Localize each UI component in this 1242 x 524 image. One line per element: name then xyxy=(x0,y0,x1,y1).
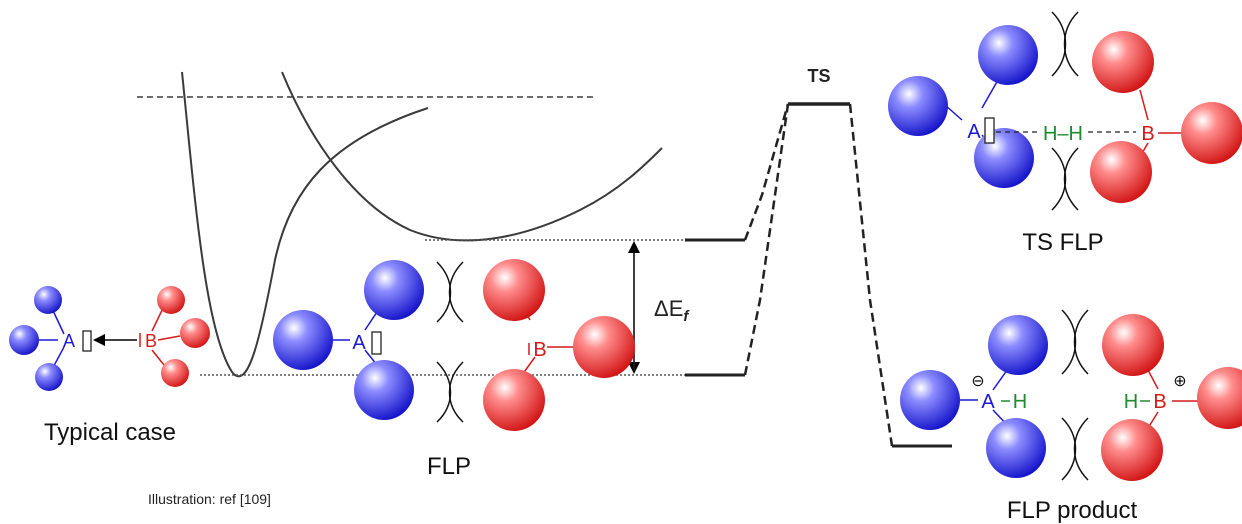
lone-pair-box xyxy=(984,117,995,144)
ts-to-product-dashed xyxy=(848,103,894,447)
base-substituent-sphere xyxy=(34,286,62,314)
hydrogen-pair-label: H–H xyxy=(1043,123,1083,145)
flp-product-molecule: ⊖ A H H B ⊕ xyxy=(900,309,1242,481)
minus-charge-icon: ⊖ xyxy=(971,373,984,390)
base-substituent-sphere xyxy=(888,76,948,136)
steric-clash-arc xyxy=(448,361,464,423)
steric-clash-arc xyxy=(1063,11,1079,77)
steric-clash-arc xyxy=(436,261,452,323)
base-substituent-sphere xyxy=(9,325,39,355)
base-substituent-sphere xyxy=(974,128,1034,188)
hydrogen-atom-label: H xyxy=(1013,391,1027,413)
adduct-to-ts-dashed xyxy=(743,103,790,376)
typical-case-label: Typical case xyxy=(44,419,176,446)
lewis-adduct-well-curve xyxy=(181,71,429,378)
base-substituent-sphere xyxy=(986,418,1046,478)
base-atom-label: B xyxy=(533,339,546,361)
steric-clash-arc xyxy=(1061,417,1077,481)
base-substituent-sphere xyxy=(273,310,333,370)
steric-clash-arc xyxy=(1073,309,1089,375)
steric-clash-arc xyxy=(436,361,452,423)
base-substituent-sphere xyxy=(978,25,1038,85)
base-atom-label: B xyxy=(145,331,157,351)
hydrogen-atom-label: H xyxy=(1124,391,1138,413)
flp-molecule: A B xyxy=(273,259,635,431)
acid-substituent-sphere xyxy=(180,318,210,348)
base-substituent-sphere xyxy=(900,370,960,430)
acid-atom-label: A xyxy=(352,332,366,354)
acid-substituent-sphere xyxy=(573,316,635,378)
ts-label: TS xyxy=(807,66,830,86)
acid-substituent-sphere xyxy=(1090,141,1152,203)
steric-clash-arc xyxy=(1063,147,1079,211)
plus-charge-icon: ⊕ xyxy=(1173,373,1186,390)
lone-pair-box xyxy=(82,330,92,352)
steric-clash-arc xyxy=(448,261,464,323)
acid-substituent-sphere xyxy=(157,286,185,314)
flp-label: FLP xyxy=(427,453,471,480)
base-substituent-sphere xyxy=(354,360,414,420)
base-atom-label: B xyxy=(1141,123,1154,145)
acid-substituent-sphere xyxy=(1181,102,1242,164)
lone-pair-box xyxy=(371,331,382,355)
base-atom-label: B xyxy=(1153,391,1166,413)
acid-substituent-sphere xyxy=(1092,31,1154,93)
typical-case-molecule: A B xyxy=(9,286,210,391)
illustration-caption: Illustration: ref [109] xyxy=(148,491,271,507)
base-substituent-sphere xyxy=(364,260,424,320)
reaction-profile xyxy=(685,102,952,448)
acid-substituent-sphere xyxy=(1101,419,1163,481)
steric-clash-arc xyxy=(1073,417,1089,481)
steric-clash-arc xyxy=(1061,309,1077,375)
acid-substituent-sphere xyxy=(1197,367,1242,429)
flp-to-ts-dashed xyxy=(743,103,790,241)
acid-substituent-sphere xyxy=(483,259,545,321)
acid-substituent-sphere xyxy=(161,359,189,387)
steric-clash-arc xyxy=(1051,147,1067,211)
acid-substituent-sphere xyxy=(1102,314,1164,376)
flp-product-label: FLP product xyxy=(1007,497,1138,524)
acid-atom-label: A xyxy=(981,391,995,413)
steric-clash-arc xyxy=(1051,11,1067,77)
base-substituent-sphere xyxy=(35,363,63,391)
base-substituent-sphere xyxy=(988,315,1048,375)
ts-flp-molecule: A H–H B xyxy=(888,11,1242,211)
acid-atom-label: A xyxy=(63,331,75,351)
ts-flp-label: TS FLP xyxy=(1022,229,1103,256)
acid-atom-label: A xyxy=(967,121,981,143)
acid-substituent-sphere xyxy=(483,369,545,431)
delta-e-label: ΔEf xyxy=(654,296,690,325)
